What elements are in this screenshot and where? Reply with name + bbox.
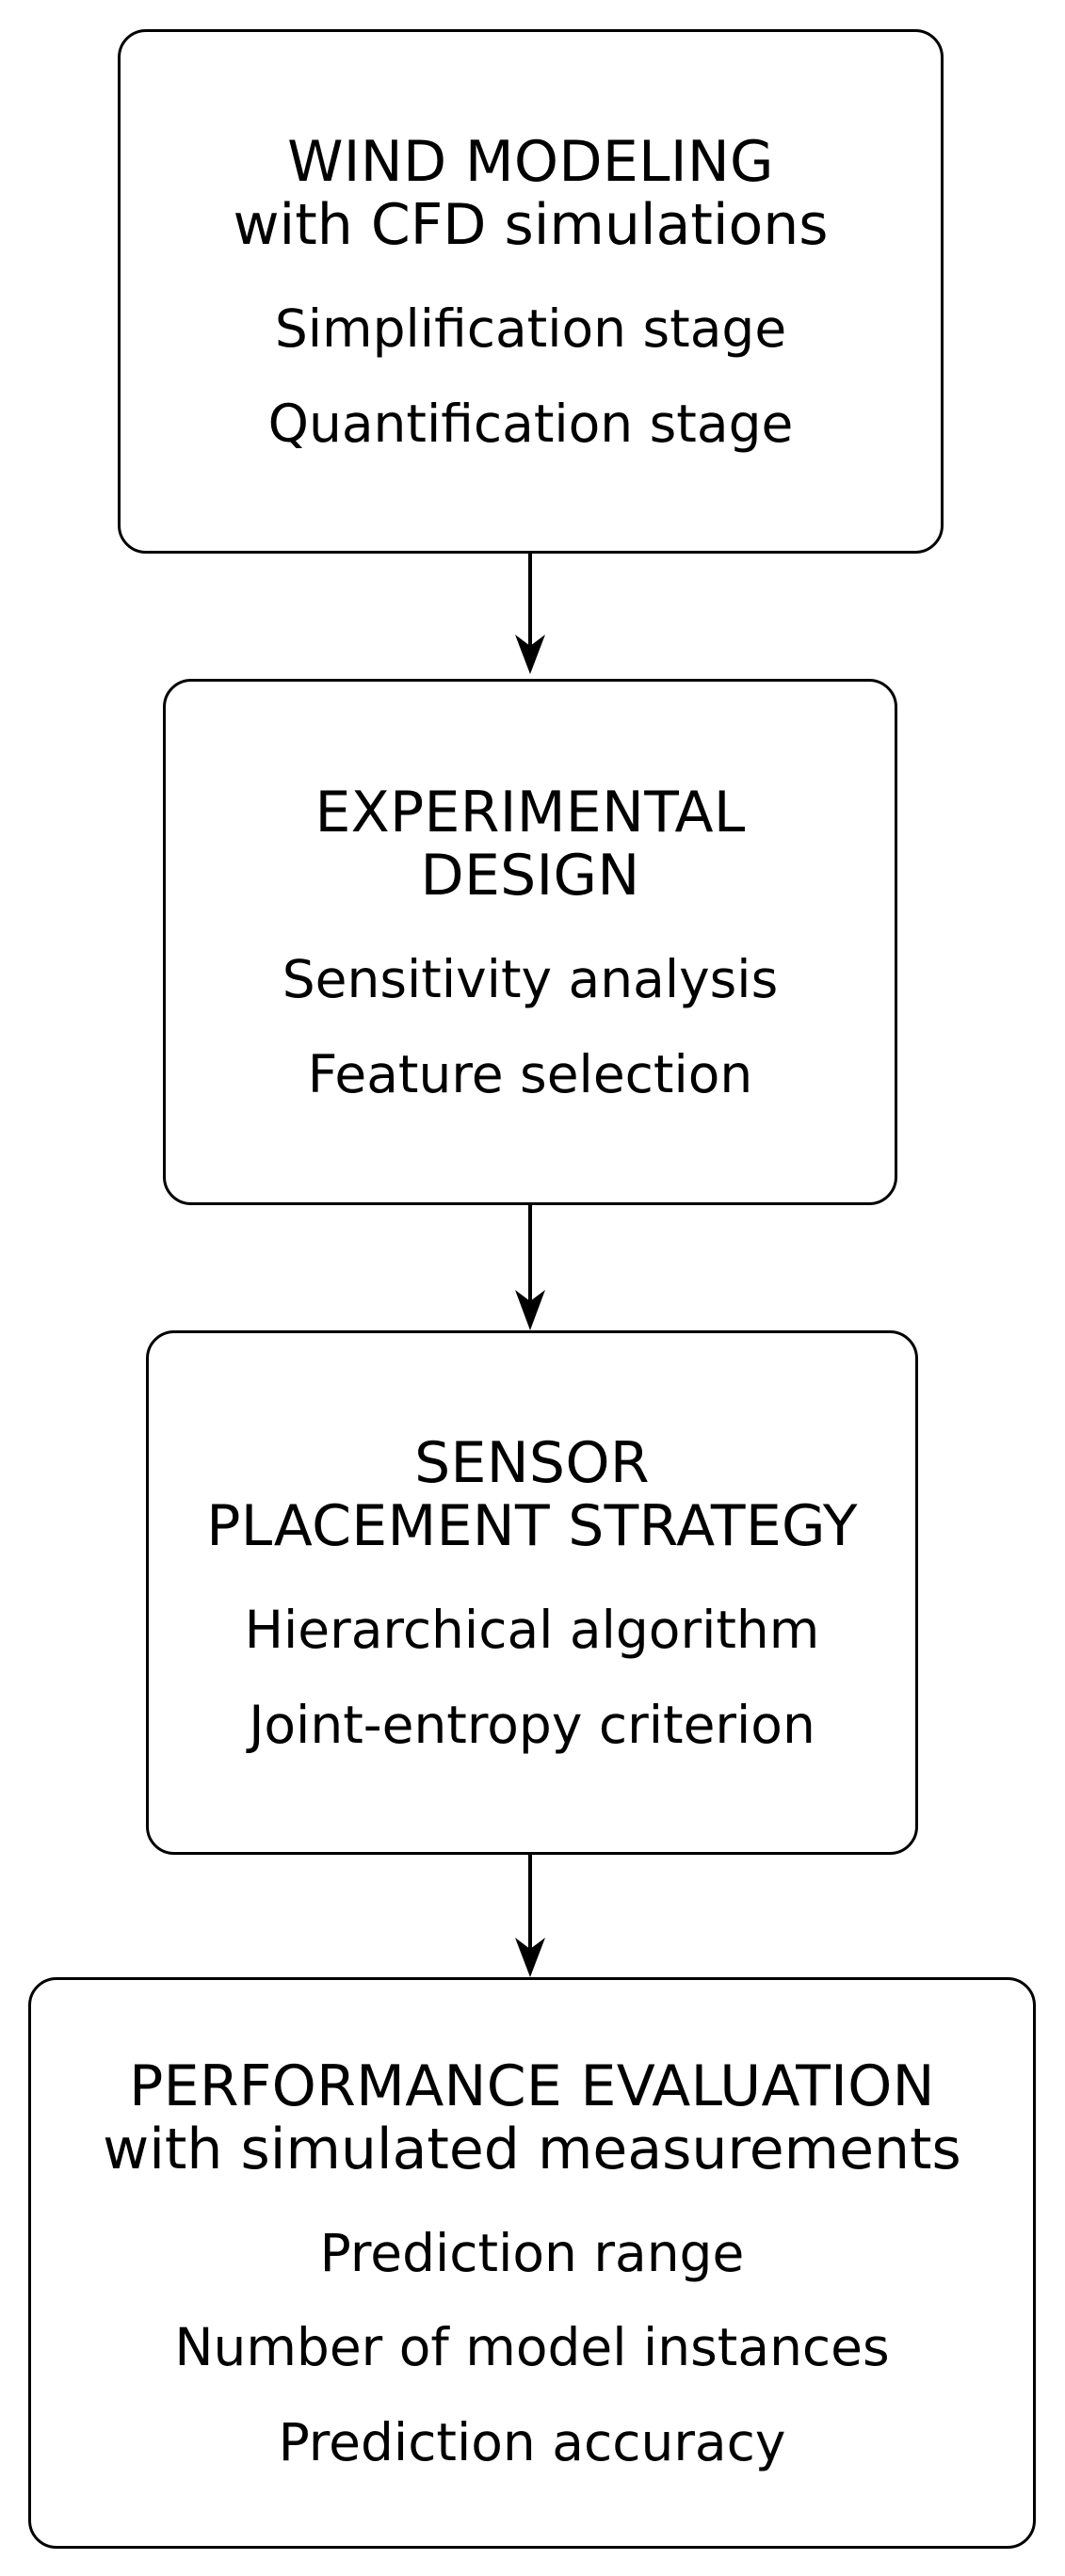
node-item-list: Hierarchical algorithm Joint-entropy cri… (171, 1602, 893, 1753)
node-item: Simplification stage (274, 298, 787, 360)
arrow-connector-3 (502, 1855, 558, 1979)
flow-node-wind-modeling[interactable]: WIND MODELING with CFD simulations Simpl… (118, 29, 944, 554)
node-item-list: Simplification stage Quantification stag… (158, 300, 903, 452)
node-title: WIND MODELING (287, 128, 774, 195)
flow-node-experimental-design[interactable]: EXPERIMENTAL DESIGN Sensitivity analysis… (163, 679, 897, 1205)
flow-node-performance-evaluation[interactable]: PERFORMANCE EVALUATION with simulated me… (28, 1977, 1036, 2549)
node-item: Prediction accuracy (278, 2411, 786, 2472)
arrow-connector-2 (502, 1205, 558, 1332)
node-subtitle: with simulated measurements (103, 2116, 961, 2182)
node-item: Hierarchical algorithm (244, 1600, 820, 1661)
spacer (203, 1008, 857, 1046)
arrow-down-icon (515, 1205, 545, 1330)
node-item-list: Sensitivity analysis Feature selection (203, 951, 857, 1103)
flow-node-sensor-placement-strategy[interactable]: SENSOR PLACEMENT STRATEGY Hierarchical a… (146, 1330, 918, 1855)
node-item-list: Prediction range Number of model instanc… (52, 2225, 1012, 2471)
arrow-down-icon (515, 1855, 545, 1977)
node-title: EXPERIMENTAL DESIGN (315, 779, 746, 909)
spacer (52, 2281, 1012, 2319)
arrow-connector-1 (502, 554, 558, 676)
spacer (171, 1659, 893, 1697)
node-title: SENSOR PLACEMENT STRATEGY (206, 1429, 858, 1559)
node-item: Prediction range (319, 2222, 745, 2283)
node-item: Sensitivity analysis (282, 949, 779, 1010)
spacer (158, 358, 903, 395)
node-item: Feature selection (307, 1043, 753, 1104)
node-item: Number of model instances (174, 2317, 890, 2378)
node-title: PERFORMANCE EVALUATION (129, 2053, 935, 2119)
node-subtitle: with CFD simulations (233, 192, 829, 258)
node-item: Joint-entropy criterion (249, 1694, 815, 1755)
arrow-down-icon (515, 554, 545, 674)
spacer (52, 2376, 1012, 2414)
node-item: Quantification stage (267, 393, 794, 454)
